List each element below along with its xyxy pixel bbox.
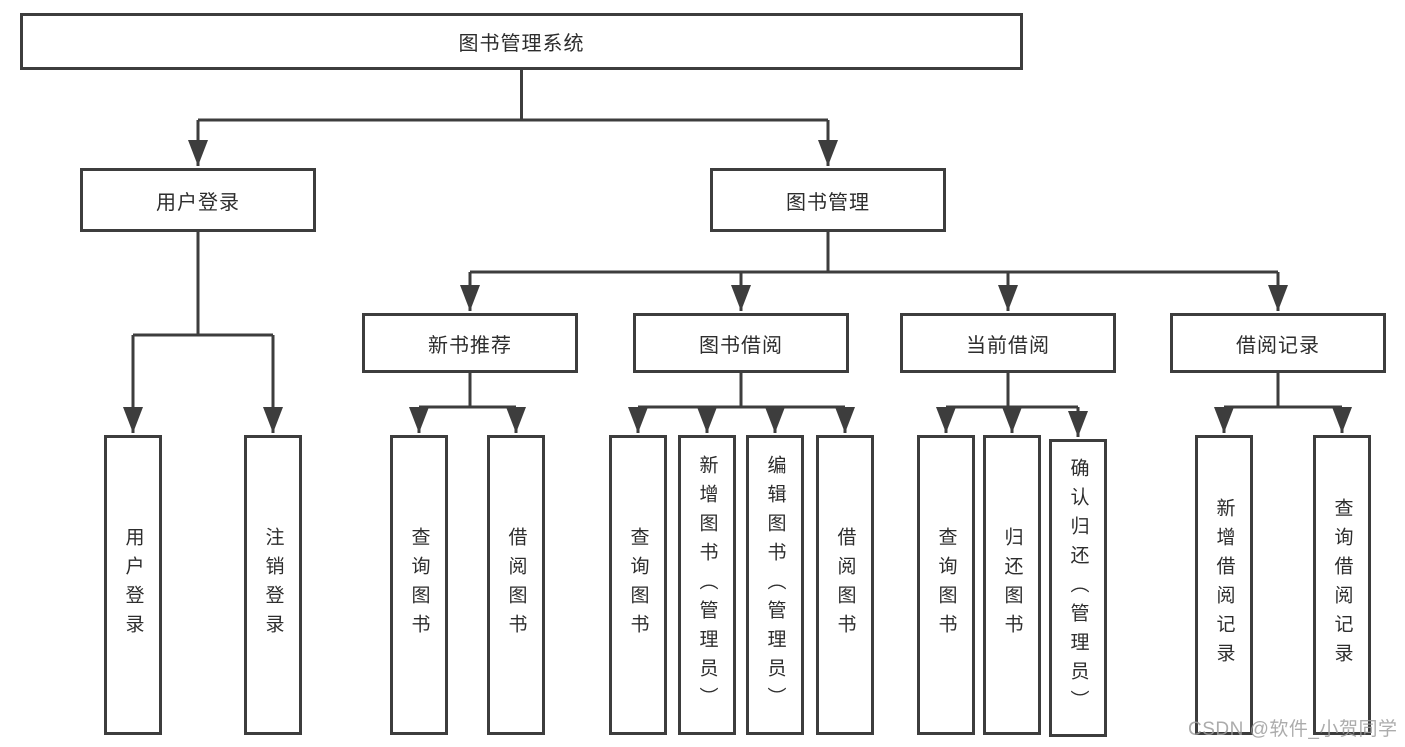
node-new-book-recommend: 新书推荐 bbox=[362, 313, 578, 373]
node-leaf-user-login: 用户登录 bbox=[104, 435, 162, 735]
node-leaf-bb-add-books-admin: 新增图书（管理员） bbox=[678, 435, 736, 735]
connector-new-book-rec-children bbox=[409, 373, 526, 433]
node-leaf-br-query-record: 查询借阅记录 bbox=[1313, 435, 1371, 735]
node-current-borrow: 当前借阅 bbox=[900, 313, 1116, 373]
node-leaf-cb-query-books: 查询图书 bbox=[917, 435, 975, 735]
node-root-system: 图书管理系统 bbox=[20, 13, 1023, 70]
connector-borrow-records-children bbox=[1214, 373, 1352, 433]
connector-root-to-level2 bbox=[188, 70, 838, 166]
node-leaf-br-add-record: 新增借阅记录 bbox=[1195, 435, 1253, 735]
csdn-watermark: CSDN @软件_小贺同学 bbox=[1188, 719, 1398, 740]
node-leaf-cb-return-books: 归还图书 bbox=[983, 435, 1041, 735]
node-leaf-cb-confirm-return-admin: 确认归还（管理员） bbox=[1049, 439, 1107, 737]
node-leaf-bb-borrow-books: 借阅图书 bbox=[816, 435, 874, 735]
node-leaf-nb-query-books: 查询图书 bbox=[390, 435, 448, 735]
node-leaf-bb-query-books: 查询图书 bbox=[609, 435, 667, 735]
node-user-login: 用户登录 bbox=[80, 168, 316, 232]
node-leaf-nb-borrow-books: 借阅图书 bbox=[487, 435, 545, 735]
node-borrow-records: 借阅记录 bbox=[1170, 313, 1386, 373]
connector-user-login-children bbox=[123, 232, 283, 433]
node-book-management: 图书管理 bbox=[710, 168, 946, 232]
node-book-borrow: 图书借阅 bbox=[633, 313, 849, 373]
node-leaf-bb-edit-books-admin: 编辑图书（管理员） bbox=[746, 435, 804, 735]
connector-book-mgmt-children bbox=[460, 232, 1288, 311]
connector-book-borrow-children bbox=[628, 373, 855, 433]
node-leaf-logout: 注销登录 bbox=[244, 435, 302, 735]
connector-current-borrow-children bbox=[936, 373, 1088, 437]
